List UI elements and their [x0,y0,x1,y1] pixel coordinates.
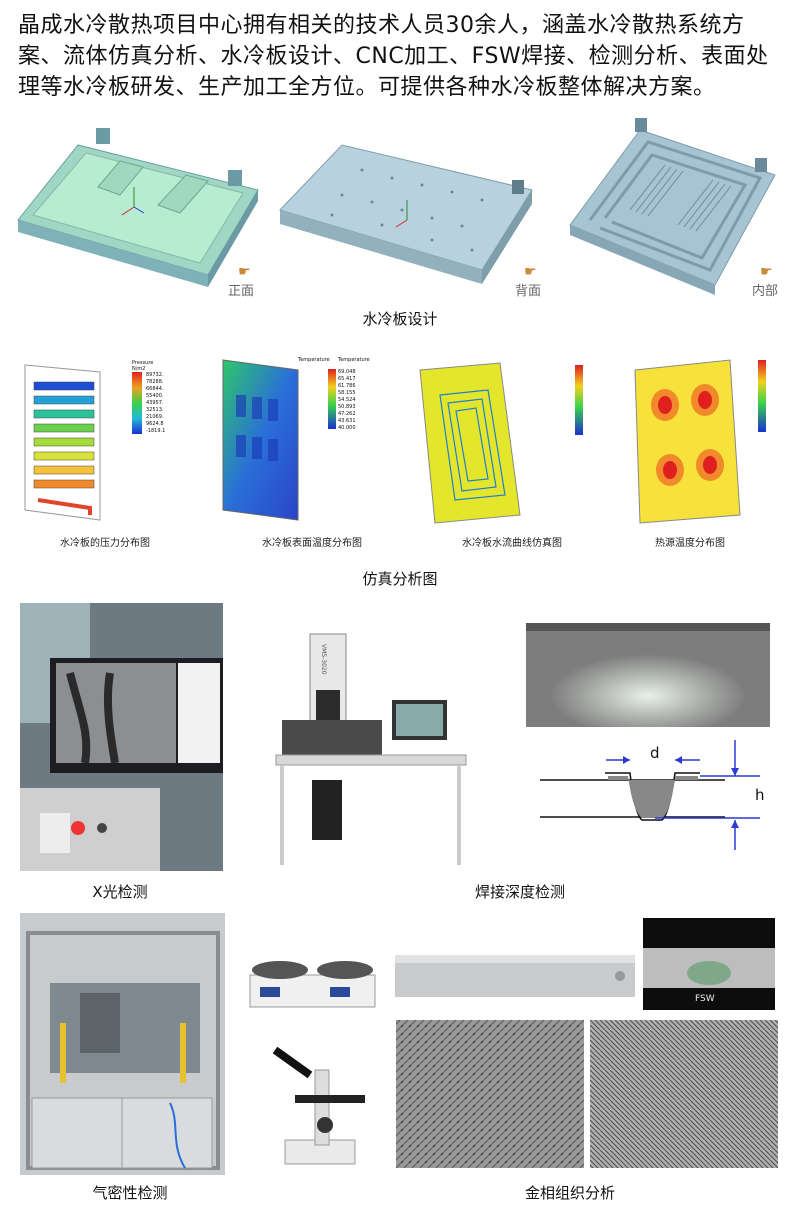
pressure-value: 32513. [146,407,164,413]
heat-source-figure [630,355,800,525]
weld-depth-diagram: d h [530,740,792,855]
pressure-distribution-figure: Pressure N/m2 89732. 78288. 66844. 55400… [20,360,210,525]
pressure-value: -1819.1 [146,428,166,434]
temp-value: 47.262 [338,411,356,417]
temp-value: 58.155 [338,390,356,396]
metallography-left-photo [396,1020,584,1168]
xray-caption: X光检测 [92,883,148,901]
machine-model-label: VMS-3020 [320,644,327,675]
view-label-front: 正面 [228,284,255,299]
heat-source-caption: 热源温度分布图 [655,538,725,549]
surface-temperature-figure: Temperature 69.048 65.417 61.786 58.155 … [218,355,378,525]
temp-value: 50.893 [338,404,356,410]
pressure-caption: 水冷板的压力分布图 [60,538,150,549]
metallography-right-photo [590,1020,778,1168]
fsw-label: FSW [695,994,715,1004]
pressure-value: 66844. [146,386,164,392]
pressure-value: 43957. [146,400,164,406]
pressure-value: 55400. [146,393,164,399]
temp-value: 54.524 [338,397,356,403]
dimension-d-label: d [650,744,660,762]
hand-icon-front: ☛ [238,264,251,280]
temp-value: 43.631 [338,418,356,424]
temp-value: 69.048 [338,369,356,375]
pressure-legend-values: 89732. 78288. 66844. 55400. 43957. 32513… [146,372,165,435]
fsw-weld-photo: FSW [643,918,775,1010]
pressure-value: 9624.8 [146,421,164,427]
temp-legend-title: Temperature [298,357,330,363]
pressure-value: 89732. [146,372,164,378]
pressure-legend-unit: N/m2 [132,366,146,372]
surface-temp-caption: 水冷板表面温度分布图 [262,538,362,549]
temp-legend-title-2: Temperature [338,357,370,363]
metallography-caption: 金相组织分析 [524,1184,615,1202]
vision-measuring-machine-photo: VMS-3020 [272,630,472,870]
flow-streamline-figure [410,355,600,525]
xray-inspection-photo [20,603,223,871]
pressure-value: 21069. [146,414,164,420]
view-label-inside: 内部 [752,284,779,299]
temp-value: 65.417 [338,376,356,382]
weld-depth-caption: 焊接深度检测 [474,883,565,901]
hand-icon-inside: ☛ [760,264,773,280]
simulation-caption: 仿真分析图 [362,570,438,588]
temp-legend-values: 69.048 65.417 61.786 58.155 54.524 50.89… [338,369,356,432]
plate-front-render [8,115,270,300]
temp-value: 61.786 [338,383,356,389]
pressure-value: 78288. [146,379,164,385]
hand-icon-back: ☛ [524,264,537,280]
pressure-legend-title: Pressure [132,360,154,366]
flow-caption: 水冷板水流曲线仿真图 [462,538,562,549]
microscope-photo [255,1040,375,1170]
temp-value: 40.000 [338,425,356,431]
weld-cross-section-photo [526,623,770,727]
fsw-plate-photo [395,955,635,997]
airtight-test-machine-photo [20,913,225,1175]
view-label-back: 背面 [515,284,542,299]
dimension-h-label: h [755,786,765,804]
plate-inside-render [560,110,790,300]
intro-paragraph: 晶成水冷散热项目中心拥有相关的技术人员30余人，涵盖水冷散热系统方案、流体仿真分… [18,13,769,100]
plate-back-render [272,120,542,300]
design-caption: 水冷板设计 [362,310,438,328]
airtight-caption: 气密性检测 [92,1184,168,1202]
polishing-machine-photo [245,955,380,1010]
